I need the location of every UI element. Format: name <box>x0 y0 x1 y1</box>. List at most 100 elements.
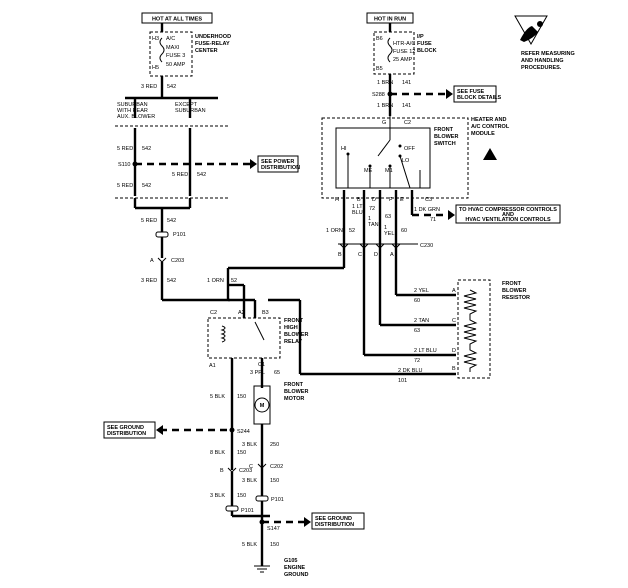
c3-module-label: C3 <box>425 197 432 203</box>
wire-label-tan-1: 1 <box>368 216 371 222</box>
circuit-72: 72 <box>369 206 375 212</box>
arrow-fuse-details <box>446 89 453 99</box>
wire-label-yel-1: 1 <box>384 225 387 231</box>
variant-suburban-2: WITH REAR <box>117 108 148 114</box>
relay-pin-c2: C2 <box>210 310 217 316</box>
fuse-number: FUSE 3 <box>166 53 185 59</box>
wire-label-3red-2: 3 RED <box>141 278 157 284</box>
pin-h5: H5 <box>152 65 159 71</box>
relay-label-2: HIGH <box>284 325 298 331</box>
fuse-block-label-1: I/P <box>417 34 424 40</box>
ground-symbol <box>254 565 270 573</box>
p101-left-label: P101 <box>241 508 254 514</box>
circuit-150-a: 150 <box>237 394 246 400</box>
circuit-141-a: 141 <box>402 80 411 86</box>
see-ground-box-1[interactable] <box>103 421 156 439</box>
pin-g-module: G <box>382 120 386 126</box>
p101-top-label: P101 <box>173 232 186 238</box>
switch-pos-hi: HI <box>341 146 347 152</box>
circuit-72-b: 72 <box>414 358 420 364</box>
switch-pos-me: ME <box>364 168 373 174</box>
see-ground-2-label-2: DISTRIBUTION <box>315 522 354 528</box>
heater-ac-control-module <box>321 117 469 199</box>
relay-label-3: BLOWER <box>284 332 308 338</box>
fuse-number-right: FUSE 12 <box>393 49 415 55</box>
wire-label-tan-2: TAN <box>368 222 379 228</box>
variant-except-2: SUBURBAN <box>175 108 206 114</box>
circuit-101: 101 <box>398 378 407 384</box>
see-power-box[interactable] <box>257 155 299 173</box>
splice-s244 <box>229 427 235 433</box>
see-fuse-box[interactable] <box>453 85 497 103</box>
circuit-71: 71 <box>430 217 436 223</box>
arrow-ground-2 <box>304 517 311 527</box>
arrow-ground-1 <box>156 425 163 435</box>
esd-label-3: PROCEDURES. <box>521 65 562 71</box>
esd-module-icon <box>483 148 497 160</box>
fuse-center-label-1: UNDERHOOD <box>195 34 231 40</box>
relay-coil <box>220 325 226 343</box>
pin-h: H <box>335 197 339 203</box>
ground-label-3: GROUND <box>284 572 308 578</box>
circuit-250: 250 <box>270 442 279 448</box>
splice-s110-label: S110 <box>118 162 130 168</box>
resistor-element <box>463 289 478 372</box>
wire-label-ppl: 3 PPL <box>250 370 265 376</box>
variant-suburban-3: AUX. BLOWER <box>117 114 155 120</box>
ground-label-2: ENGINE <box>284 565 305 571</box>
to-hvac-box[interactable] <box>455 204 561 224</box>
module-label-1: HEATER AND <box>471 117 506 123</box>
c203-top-label: C203 <box>171 258 184 264</box>
wire-label-blk-1: 5 BLK <box>210 394 225 400</box>
switch-label-1: FRONT <box>434 127 454 133</box>
wire-label-blk-4: 3 BLK <box>242 442 257 448</box>
front-high-blower-relay <box>207 317 281 359</box>
c230-pin-a: A <box>390 252 394 258</box>
wire-label-blk-5: 3 BLK <box>242 478 257 484</box>
wire-label-ltblu-2: BLU <box>352 210 363 216</box>
wire-label-ltblu-1: 1 LT <box>352 204 363 210</box>
circuit-52: 52 <box>349 228 355 234</box>
wire-label-orn: 1 ORN <box>326 228 343 234</box>
arrow-power-distribution <box>250 159 257 169</box>
pin-f-module: F <box>389 197 393 203</box>
front-blower-switch <box>335 127 431 189</box>
circuit-63-b: 63 <box>414 328 420 334</box>
relay-label-4: RELAY <box>284 339 302 345</box>
module-label-3: MODULE <box>471 131 495 137</box>
ground-label-1: G105 <box>284 558 297 564</box>
splice-s244-label: S244 <box>237 429 250 435</box>
circuit-60-b: 60 <box>414 298 420 304</box>
fuse-name-1: A/C <box>166 36 175 42</box>
wire-label-dkblu: 2 DK BLU <box>398 368 422 374</box>
resistor-pin-b: B <box>452 366 456 372</box>
c230-pins <box>339 243 401 249</box>
fuse-center-label-3: CENTER <box>195 48 218 54</box>
esd-label-2: AND HANDLING <box>521 58 563 64</box>
wire-label-dkgrn: 1 DK GRN <box>414 207 440 213</box>
motor-label-2: BLOWER <box>284 389 308 395</box>
connector-c203-top <box>157 257 167 263</box>
see-ground-1-label-2: DISTRIBUTION <box>107 431 146 437</box>
see-fuse-label-1: SEE FUSE <box>457 89 485 95</box>
motor-label-3: MOTOR <box>284 396 304 402</box>
circuit-65: 65 <box>274 370 280 376</box>
connector-p101-right <box>255 495 269 502</box>
connector-p101-left <box>225 505 239 512</box>
resistor-pin-a: A <box>452 288 456 294</box>
fuse-name-2: MAXI <box>166 45 180 51</box>
resistor-label-1: FRONT <box>502 281 522 287</box>
wire-label-5red-3: 5 RED <box>172 172 188 178</box>
fuse-block-label-2: FUSE <box>417 41 432 47</box>
module-label-2: A/C CONTROL <box>471 124 510 130</box>
hot-at-all-times-box <box>141 12 213 24</box>
see-ground-box-2[interactable] <box>311 512 365 530</box>
motor-symbol: M <box>260 403 265 409</box>
c230-label: C230 <box>420 243 433 249</box>
circuit-542-g: 542 <box>167 278 176 284</box>
splice-s288-label: S288 <box>372 92 385 98</box>
motor-icon <box>254 397 270 413</box>
circuit-542-e: 542 <box>167 218 176 224</box>
fuse-symbol-right <box>387 37 393 63</box>
